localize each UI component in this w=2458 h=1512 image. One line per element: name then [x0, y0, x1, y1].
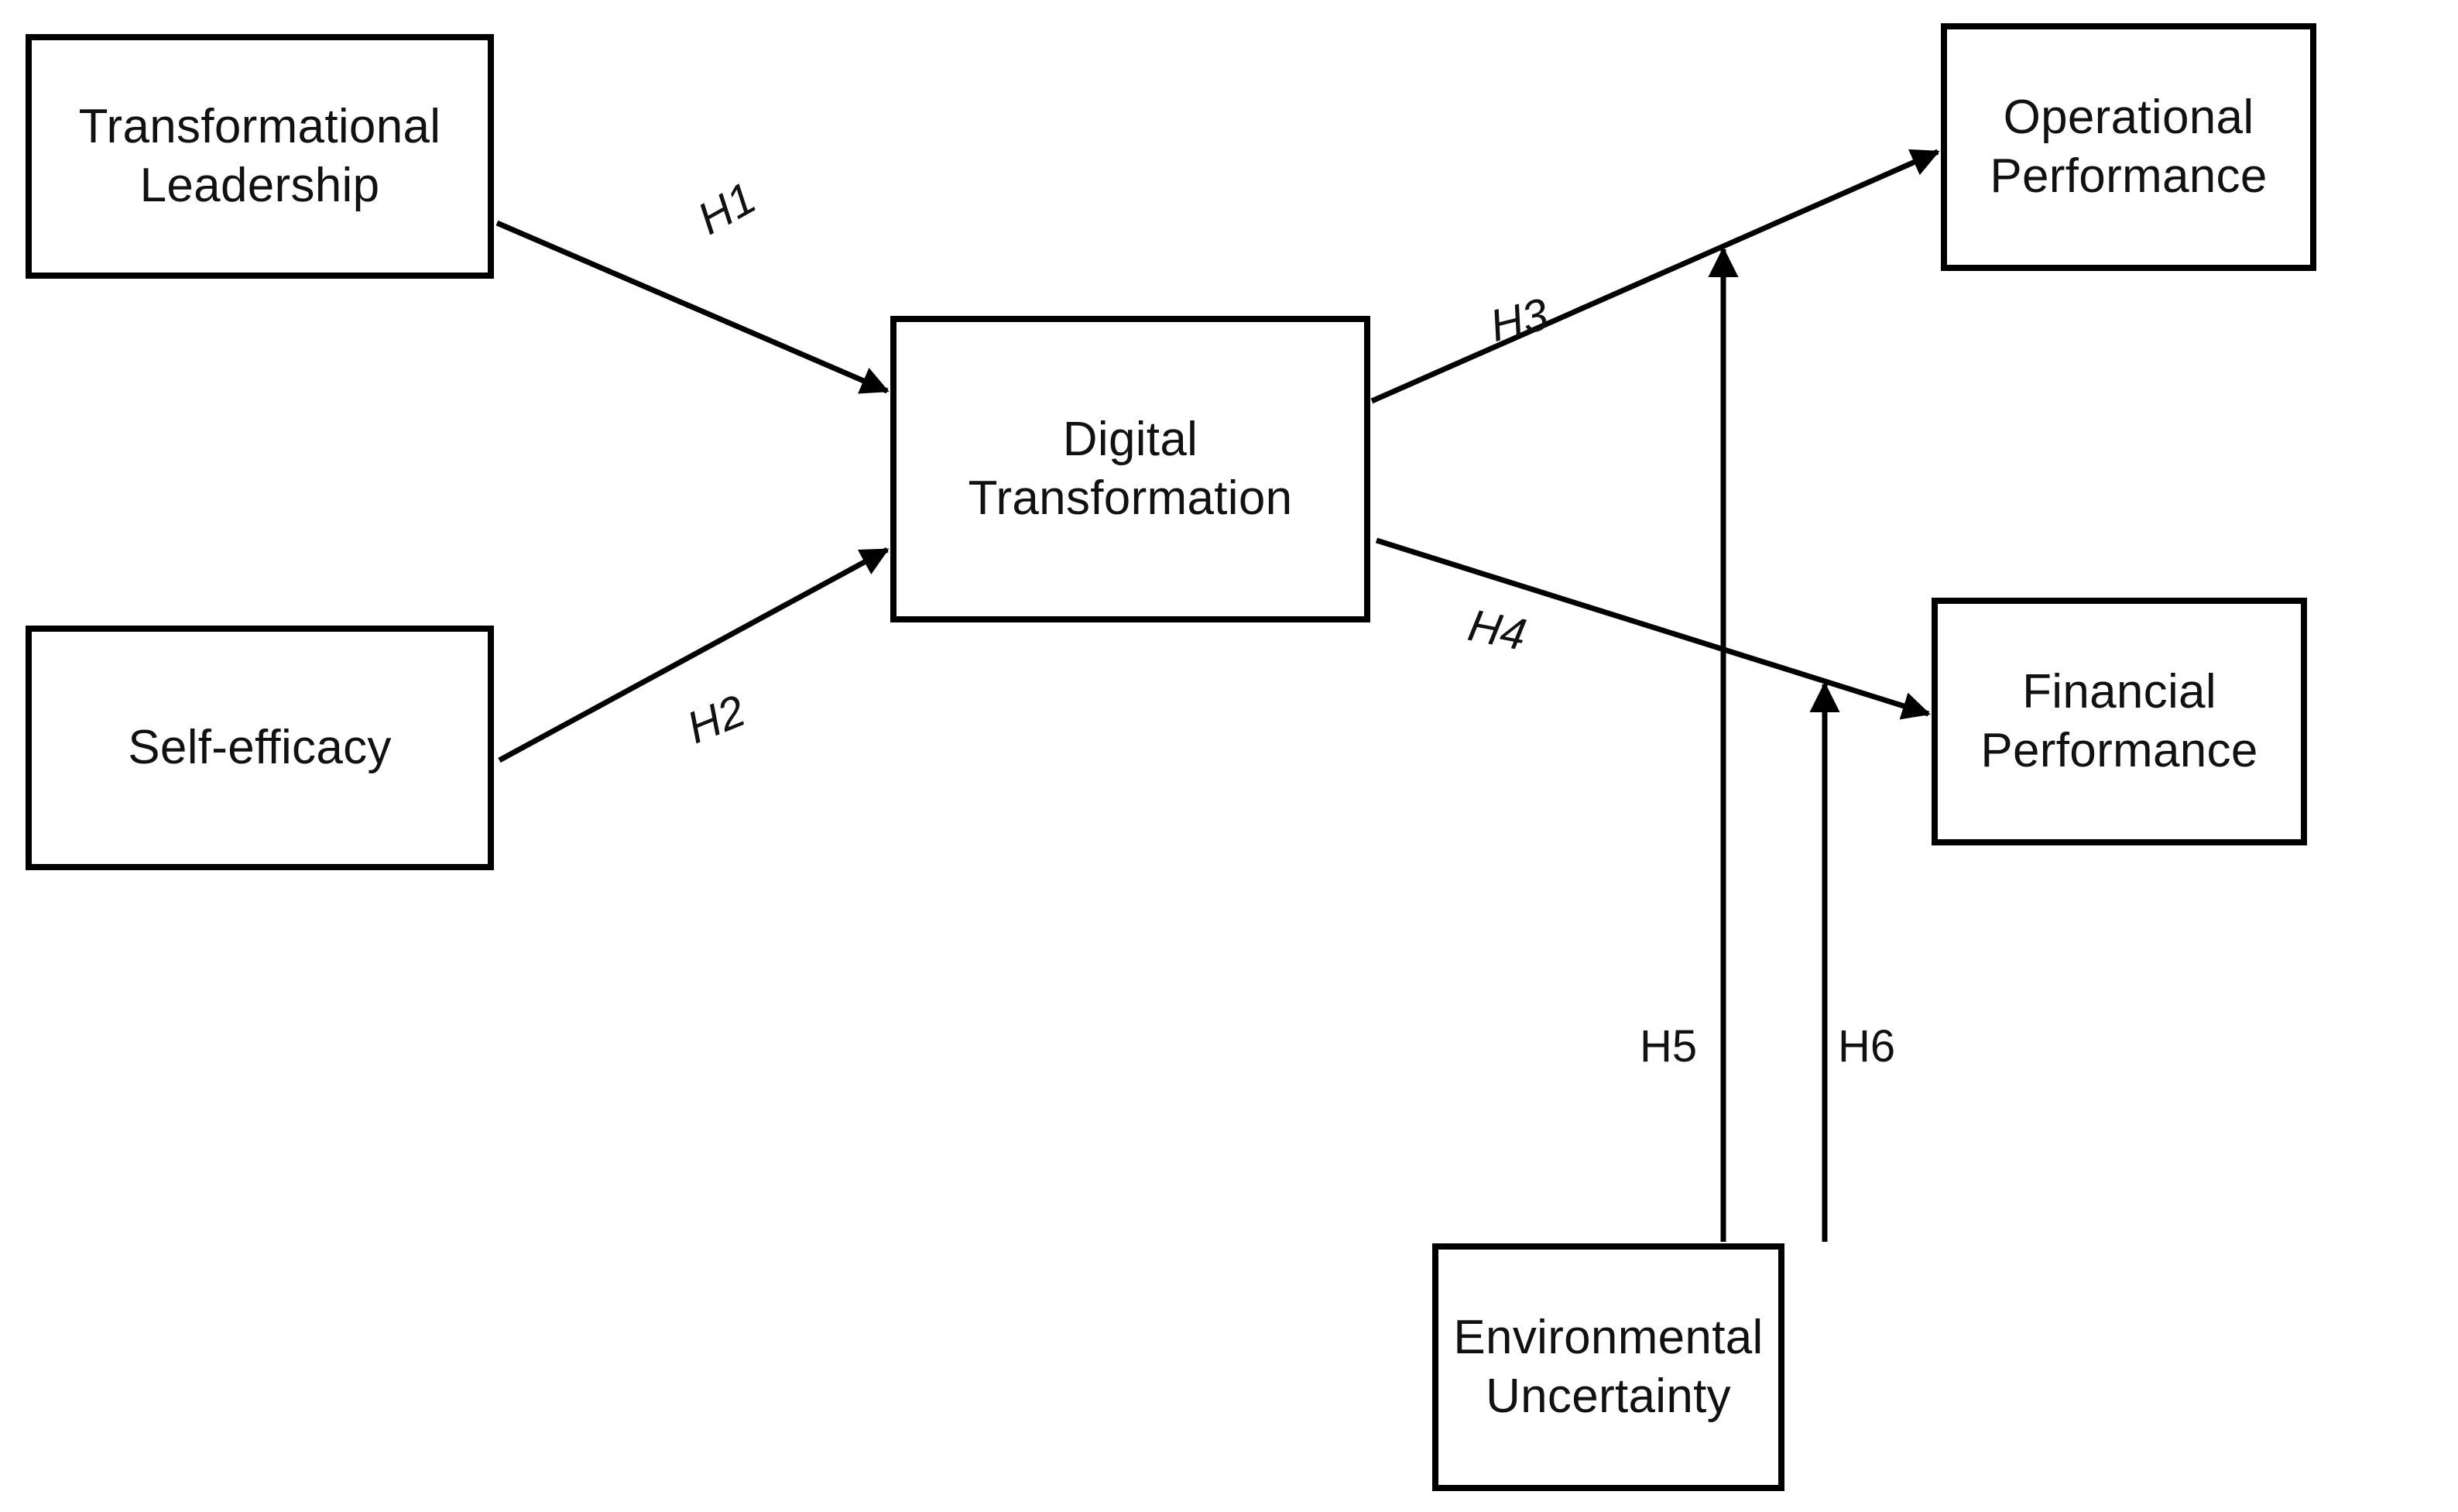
node-label-environmental-uncertainty: Environmental Uncertainty — [1453, 1311, 1764, 1423]
node-label-operational-performance: Operational Performance — [1990, 91, 2268, 203]
node-label-financial-performance: Financial Performance — [1980, 665, 2258, 777]
node-self-efficacy[interactable]: Self-efficacy — [26, 626, 494, 870]
node-digital-transformation[interactable]: Digital Transformation — [890, 316, 1370, 622]
node-financial-performance[interactable]: Financial Performance — [1932, 598, 2307, 845]
node-environmental-uncertainty[interactable]: Environmental Uncertainty — [1432, 1243, 1784, 1491]
node-transformational-leadership[interactable]: Transformational Leadership — [26, 34, 494, 279]
edge-h4-line — [1375, 537, 1931, 720]
edge-h2-line — [498, 547, 890, 763]
edge-label-h4: H4 — [1464, 599, 1531, 660]
node-label-transformational-leadership: Transformational Leadership — [78, 100, 441, 212]
edge-h1-line — [495, 220, 890, 394]
node-label-digital-transformation: Digital Transformation — [968, 413, 1293, 525]
node-label-self-efficacy: Self-efficacy — [128, 721, 392, 775]
node-operational-performance[interactable]: Operational Performance — [1941, 23, 2316, 271]
edge-h3-line — [1370, 149, 1940, 404]
edge-label-h6: H6 — [1838, 1021, 1896, 1071]
edge-label-h5: H5 — [1640, 1021, 1698, 1071]
